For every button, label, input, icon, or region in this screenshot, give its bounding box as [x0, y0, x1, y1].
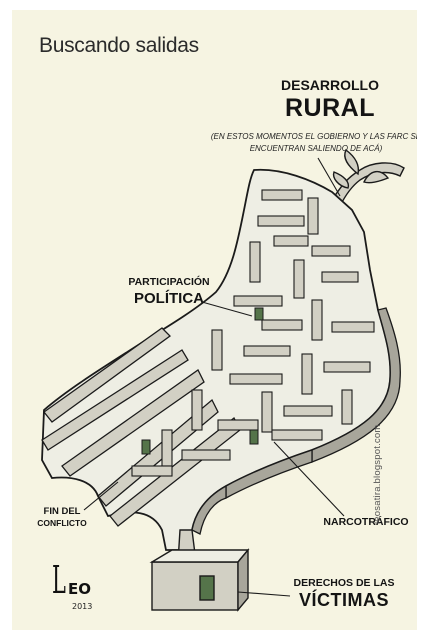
outer-walls [191, 307, 401, 535]
wing-feathers [41, 327, 241, 527]
maze-doors [141, 307, 264, 455]
label-fin-line2: CONFLICTO [37, 518, 87, 528]
dove-maze-illustration [41, 148, 405, 612]
maze-walls [131, 189, 375, 477]
label-participacion-line2: POLÍTICA [134, 290, 204, 307]
label-desarrollo-line1: DESARROLLO [281, 77, 379, 93]
page-title: Buscando salidas [39, 34, 199, 57]
label-derechos-line1: DERECHOS DE LAS [293, 577, 395, 589]
label-desarrollo-note: (En estos momentos el gobierno y las FAR… [210, 132, 417, 153]
label-narcotrafico: NARCOTRÁFICO [323, 516, 409, 528]
olive-branch [331, 148, 405, 208]
label-desarrollo-line2: RURAL [285, 94, 375, 122]
pointer-lines [83, 157, 345, 597]
signature-mark-l: L [52, 558, 66, 602]
cartoon-panel: Buscando salidas [12, 10, 417, 630]
signature-year: 2013 [72, 602, 93, 611]
blog-url: leosatira.blogspot.com [372, 424, 383, 524]
tail-exit [149, 529, 250, 612]
label-fin-line1: FIN DEL [43, 506, 81, 517]
signature-mark-eo: EO [68, 580, 91, 598]
label-participacion-line1: PARTICIPACIÓN [128, 276, 210, 288]
label-derechos-line2: VÍCTIMAS [298, 590, 389, 610]
